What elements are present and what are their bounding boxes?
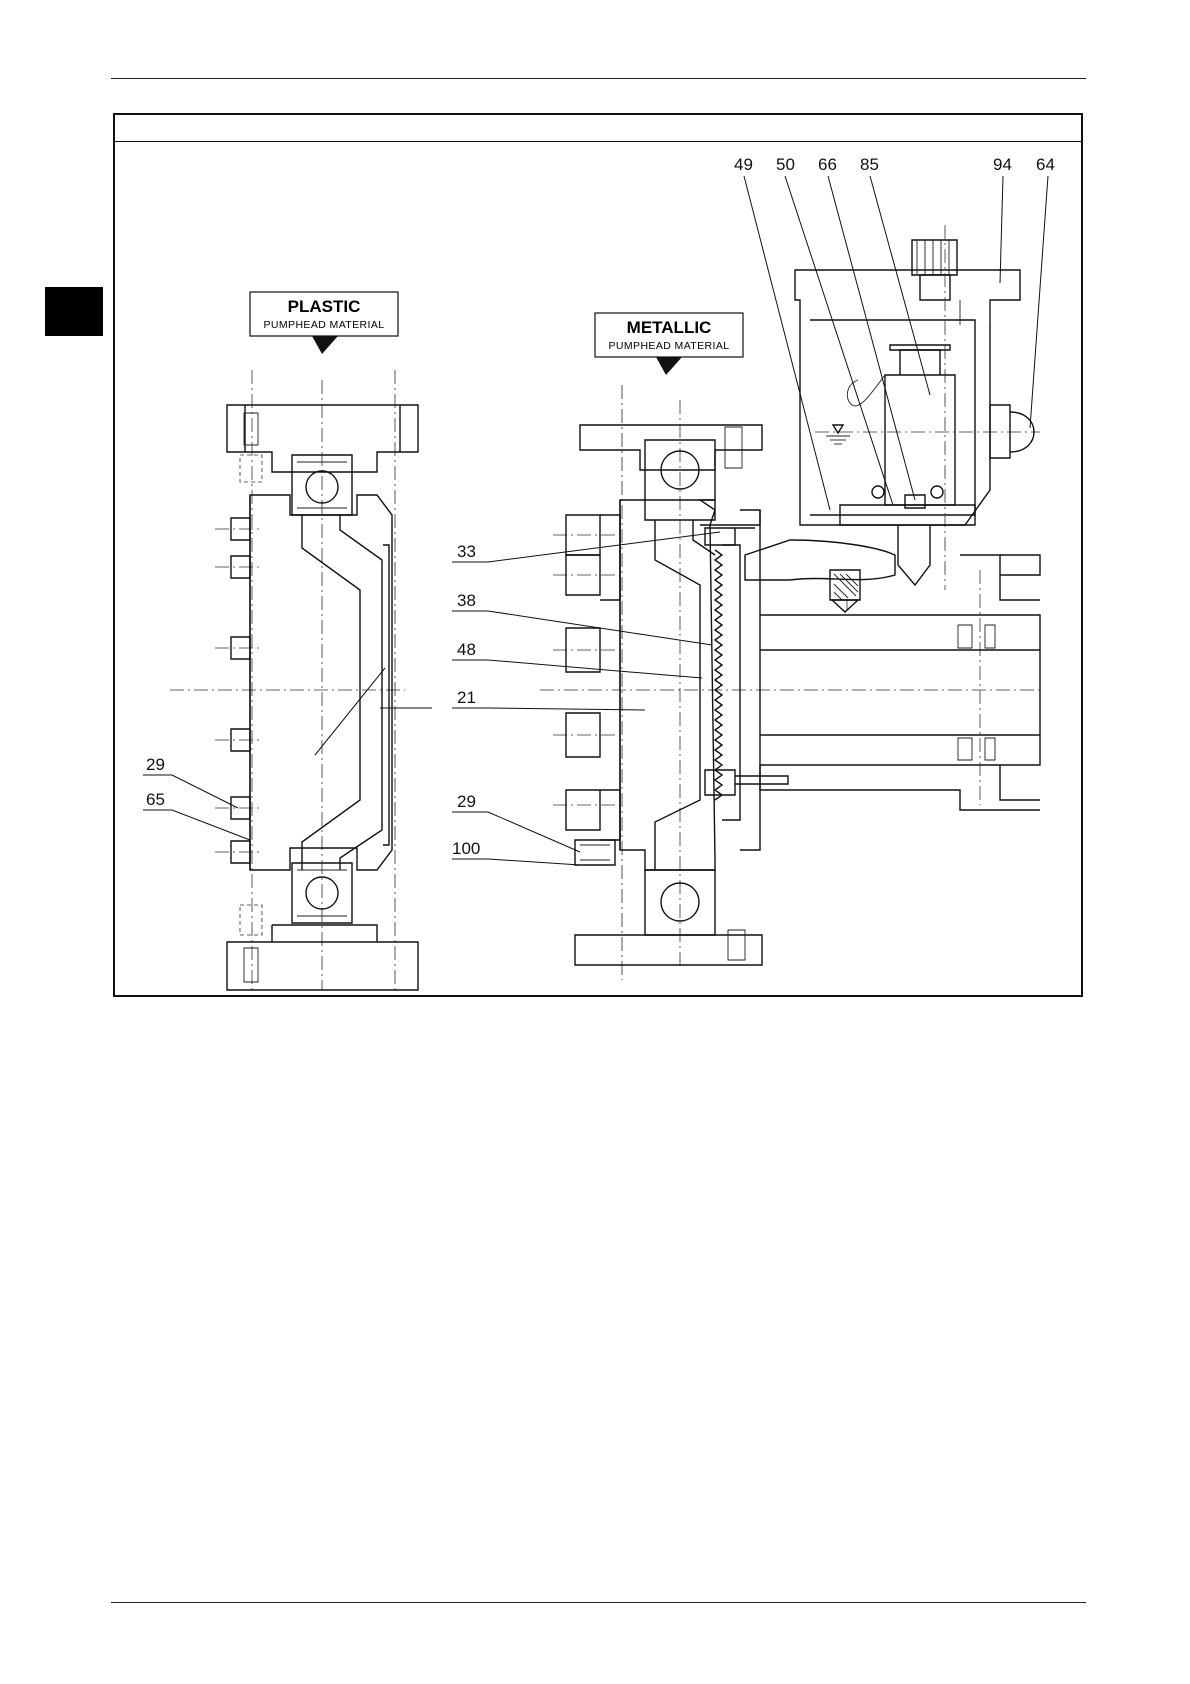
callout-50: 50 — [776, 155, 795, 174]
callout-33: 33 — [457, 542, 476, 561]
plastic-pumphead — [170, 370, 418, 990]
callout-29-metallic: 29 — [457, 792, 476, 811]
callout-leaders — [143, 176, 1048, 865]
plastic-material-tag: PLASTIC PUMPHEAD MATERIAL — [250, 292, 398, 354]
callout-49: 49 — [734, 155, 753, 174]
callout-48: 48 — [457, 640, 476, 659]
callout-29-plastic: 29 — [146, 755, 165, 774]
callout-85: 85 — [860, 155, 879, 174]
plastic-tag-title: PLASTIC — [288, 297, 361, 316]
callout-21: 21 — [457, 688, 476, 707]
callout-66: 66 — [818, 155, 837, 174]
metallic-tag-pointer — [656, 357, 682, 375]
metallic-tag-title: METALLIC — [627, 318, 712, 337]
plastic-tag-subtitle: PUMPHEAD MATERIAL — [264, 319, 385, 331]
callout-65: 65 — [146, 790, 165, 809]
callout-100: 100 — [452, 839, 480, 858]
metallic-tag-subtitle: PUMPHEAD MATERIAL — [609, 340, 730, 352]
plastic-tag-pointer — [312, 336, 338, 354]
callout-38: 38 — [457, 591, 476, 610]
metallic-pumphead — [540, 385, 1040, 980]
callout-64: 64 — [1036, 155, 1055, 174]
metallic-material-tag: METALLIC PUMPHEAD MATERIAL — [595, 313, 743, 375]
drive-and-level-control — [700, 225, 1040, 810]
callout-94: 94 — [993, 155, 1012, 174]
